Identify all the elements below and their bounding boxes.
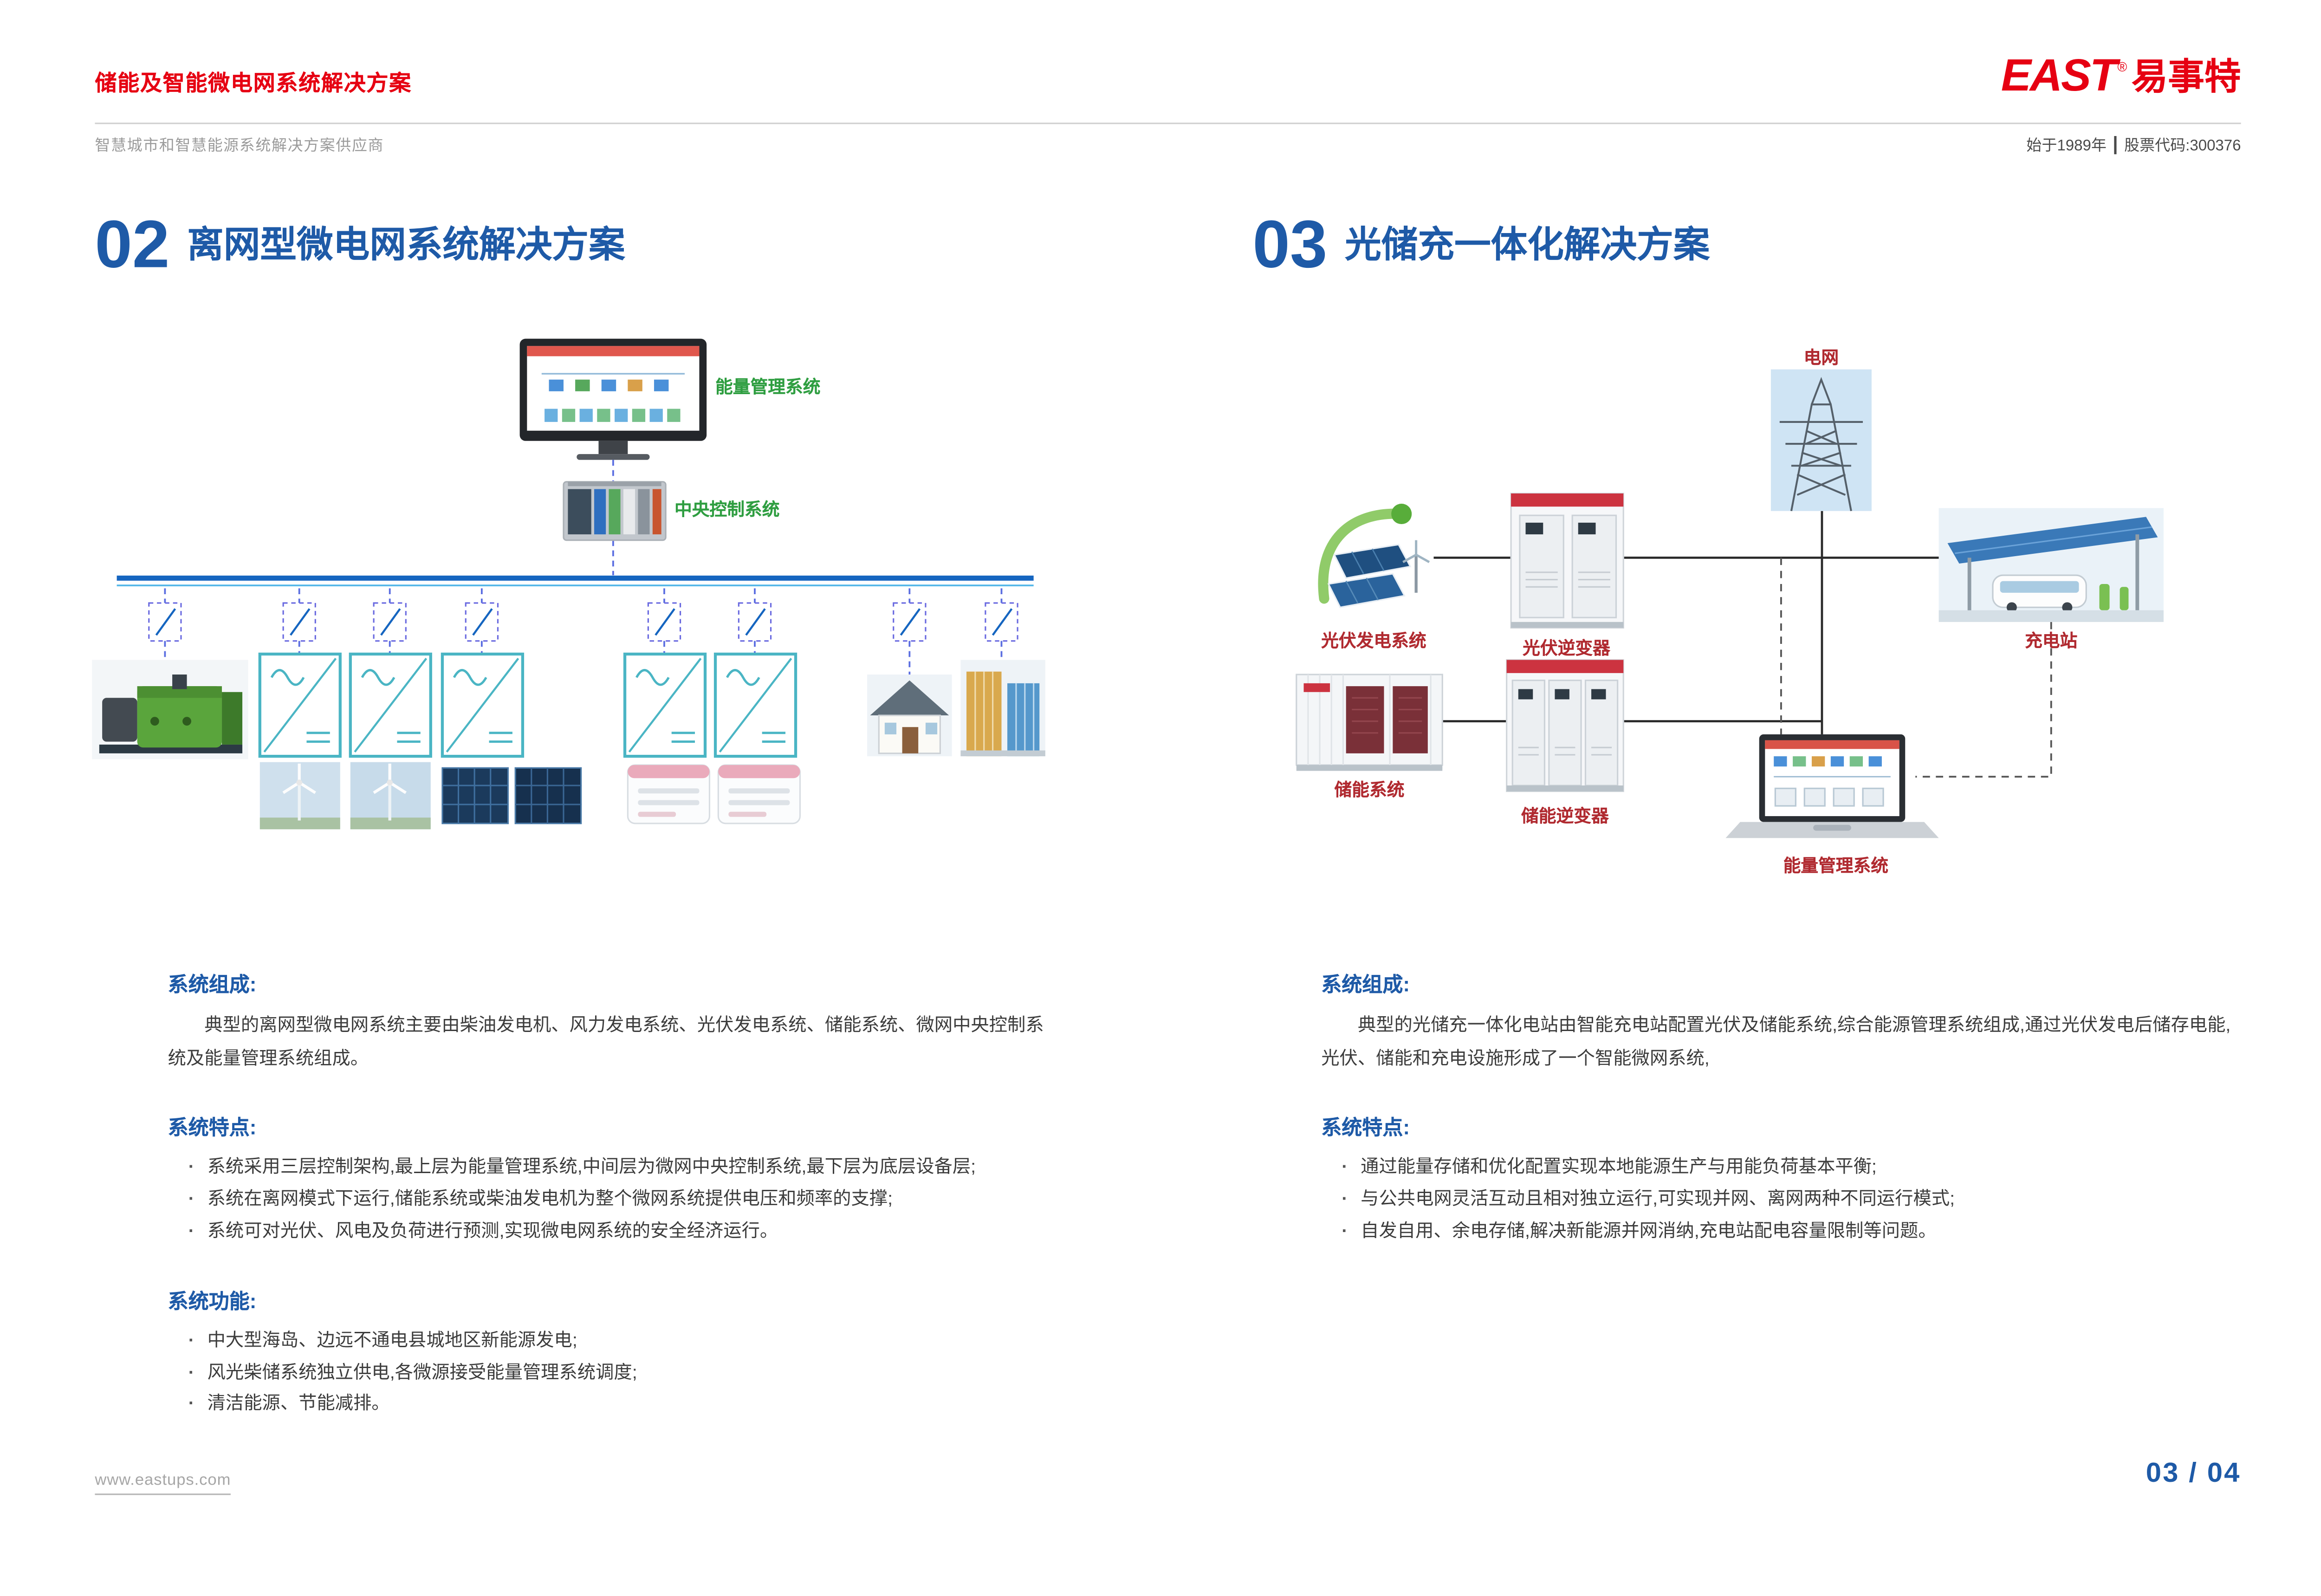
right-section-head: 03 光储充一体化解决方案 (1252, 206, 1710, 282)
right-composition-heading: 系统组成: (1321, 972, 1410, 996)
registered-mark-icon: ® (2117, 59, 2127, 75)
house-image (867, 674, 952, 757)
list-item: 清洁能源、节能减排。 (188, 1389, 1035, 1421)
logo-east-text: EAST (2001, 49, 2118, 101)
solar-panel-image-1 (441, 767, 509, 824)
list-item: 与公共电网灵活互动且相对独立运行,可实现并网、离网两种不同运行模式; (1342, 1184, 2217, 1216)
storage-inverter-label: 储能逆变器 (1521, 806, 1609, 827)
pv-inverter-label: 光伏逆变器 (1523, 638, 1610, 659)
diesel-generator-image (92, 660, 248, 759)
ems-monitor-image (519, 338, 707, 460)
solar-inverter (442, 654, 523, 756)
ems-laptop-label: 能量管理系统 (1783, 855, 1889, 876)
offgrid-diagram-svg (92, 338, 1045, 830)
wind-inverter-2 (350, 654, 431, 756)
pv-generation-image (1314, 500, 1434, 621)
left-composition-text: 典型的离网型微电网系统主要由柴油发电机、风力发电系统、光伏发电系统、储能系统、微… (168, 1014, 1044, 1068)
east-logo: EAST ® 易事特 (2001, 52, 2241, 97)
energy-storage-image (1296, 674, 1443, 771)
wind-inverter-1 (260, 654, 340, 756)
ems-laptop-image (1725, 734, 1939, 838)
building-image (960, 660, 1045, 757)
grid-label: 电网 (1803, 347, 1839, 368)
list-item: 系统采用三层控制架构,最上层为能量管理系统,中间层为微网中央控制系统,最下层为底… (188, 1152, 1035, 1184)
right-features-list: 通过能量存储和优化配置实现本地能源生产与用能负荷基本平衡; 与公共电网灵活互动且… (1321, 1152, 2217, 1247)
charging-station-label: 充电站 (2025, 630, 2078, 651)
doc-title: 储能及智能微电网系统解决方案 (95, 71, 412, 97)
list-item: 系统可对光伏、风电及负荷进行预测,实现微电网系统的安全经济运行。 (188, 1216, 1035, 1248)
ac-bus-line (117, 575, 1034, 587)
power-grid-tower-image (1770, 369, 1872, 512)
pv-inverter-image (1510, 493, 1624, 629)
list-item: 系统在离网模式下运行,储能系统或柴油发电机为整个微网系统提供电压和频率的支撑; (188, 1184, 1035, 1216)
battery-unit-image-2 (717, 764, 801, 824)
left-composition-heading: 系统组成: (168, 972, 257, 996)
list-item: 自发自用、余电存储,解决新能源并网消纳,充电站配电容量限制等问题。 (1342, 1216, 2217, 1248)
list-item: 通过能量存储和优化配置实现本地能源生产与用能负荷基本平衡; (1342, 1152, 2217, 1184)
offgrid-microgrid-diagram: 能量管理系统 中央控制系统 (84, 330, 1055, 844)
right-composition-text: 典型的光储充一体化电站由智能充电站配置光伏及储能系统,综合能源管理系统组成,通过… (1321, 1014, 2231, 1068)
wind-turbine-image-2 (350, 762, 431, 830)
battery-unit-image-1 (627, 764, 711, 824)
list-item: 中大型海岛、边远不通电县城地区新能源发电; (188, 1325, 1035, 1357)
header-divider (95, 123, 2241, 124)
left-functions-list: 中大型海岛、边远不通电县城地区新能源发电; 风光柴储系统独立供电,各微源接受能量… (168, 1325, 1035, 1421)
left-text-column: 系统组成: 典型的离网型微电网系统主要由柴油发电机、风力发电系统、光伏发电系统、… (168, 969, 1062, 1421)
pvsc-diagram-svg (1296, 369, 2164, 838)
central-control-image (563, 481, 667, 541)
logo-tagline: 始于1989年 ┃ 股票代码:300376 (2026, 137, 2241, 155)
storage-inverter-image (1506, 659, 1624, 792)
battery-inverter-2 (715, 654, 796, 756)
page-number: 03 / 04 (2146, 1458, 2241, 1489)
solar-panel-image-2 (514, 767, 582, 824)
logo-chinese-text: 易事特 (2131, 56, 2241, 97)
dashed-connections (1780, 558, 2052, 778)
doc-subtitle: 智慧城市和智慧能源系统解决方案供应商 (95, 137, 384, 155)
left-features-heading: 系统特点: (168, 1115, 257, 1139)
right-features-heading: 系统特点: (1321, 1115, 1410, 1139)
right-section-number: 03 (1252, 206, 1328, 282)
footer-url: www.eastups.com (95, 1472, 231, 1495)
left-section-title: 离网型微电网系统解决方案 (187, 225, 625, 266)
feeder-breakers (149, 588, 1018, 675)
battery-inverter-1 (625, 654, 705, 756)
pv-storage-charging-diagram: 电网 光伏发电系统 光伏逆变器 充电站 储能系统 储能逆变器 能量管理系统 (1256, 339, 2256, 882)
ccs-label: 中央控制系统 (674, 499, 780, 520)
charging-station-image (1938, 508, 2164, 622)
pv-label: 光伏发电系统 (1321, 630, 1426, 651)
left-section-number: 02 (95, 206, 170, 282)
right-text-column: 系统组成: 典型的光储充一体化电站由智能充电站配置光伏及储能系统,综合能源管理系… (1321, 969, 2234, 1248)
right-section-title: 光储充一体化解决方案 (1345, 225, 1710, 266)
ems-label: 能量管理系统 (715, 376, 821, 397)
left-functions-heading: 系统功能: (168, 1288, 257, 1312)
left-section-head: 02 离网型微电网系统解决方案 (95, 206, 625, 282)
left-features-list: 系统采用三层控制架构,最上层为能量管理系统,中间层为微网中央控制系统,最下层为底… (168, 1152, 1035, 1247)
list-item: 风光柴储系统独立供电,各微源接受能量管理系统调度; (188, 1357, 1035, 1389)
storage-label: 储能系统 (1334, 779, 1405, 800)
wind-turbine-image-1 (259, 762, 340, 830)
